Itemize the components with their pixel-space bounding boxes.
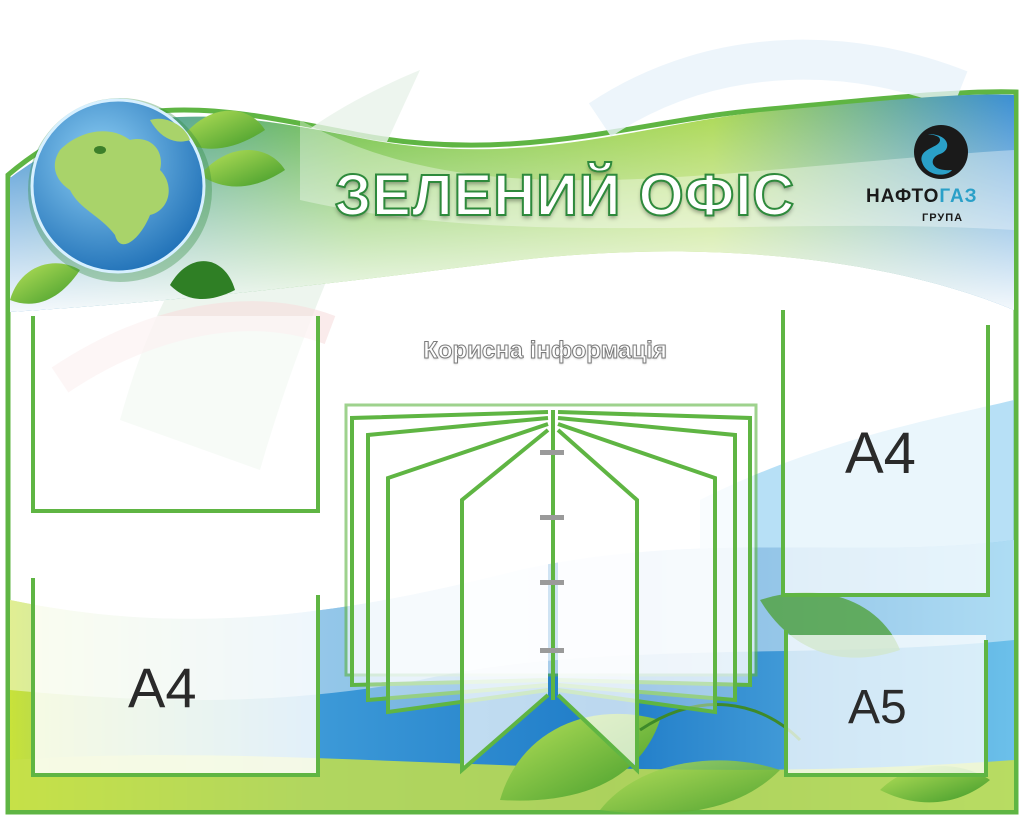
company-logo-wordmark: НАФТОГАЗ xyxy=(866,186,1016,208)
pocket-bottom-right-a5 xyxy=(784,630,988,777)
logo-name-part2: ГАЗ xyxy=(939,186,978,207)
logo-name-part1: НАФТО xyxy=(866,186,940,207)
pocket-label-a4-left: A4 xyxy=(128,656,197,719)
globe-icon xyxy=(10,98,285,304)
board-subtitle: Корисна інформація xyxy=(423,337,668,365)
logo-subtitle: ГРУПА xyxy=(922,212,964,224)
pocket-label-a4-right: A4 xyxy=(845,421,916,486)
pocket-label-a5: A5 xyxy=(848,681,907,734)
pocket-bottom-left-a4 xyxy=(31,578,320,777)
pocket-top-right-a4 xyxy=(781,310,990,597)
board-title: ЗЕЛЕНИЙ ОФІС xyxy=(334,162,796,229)
naftogaz-flame-logo-icon xyxy=(914,125,968,179)
flipbook-icon xyxy=(344,403,758,775)
pocket-top-left xyxy=(31,316,320,513)
